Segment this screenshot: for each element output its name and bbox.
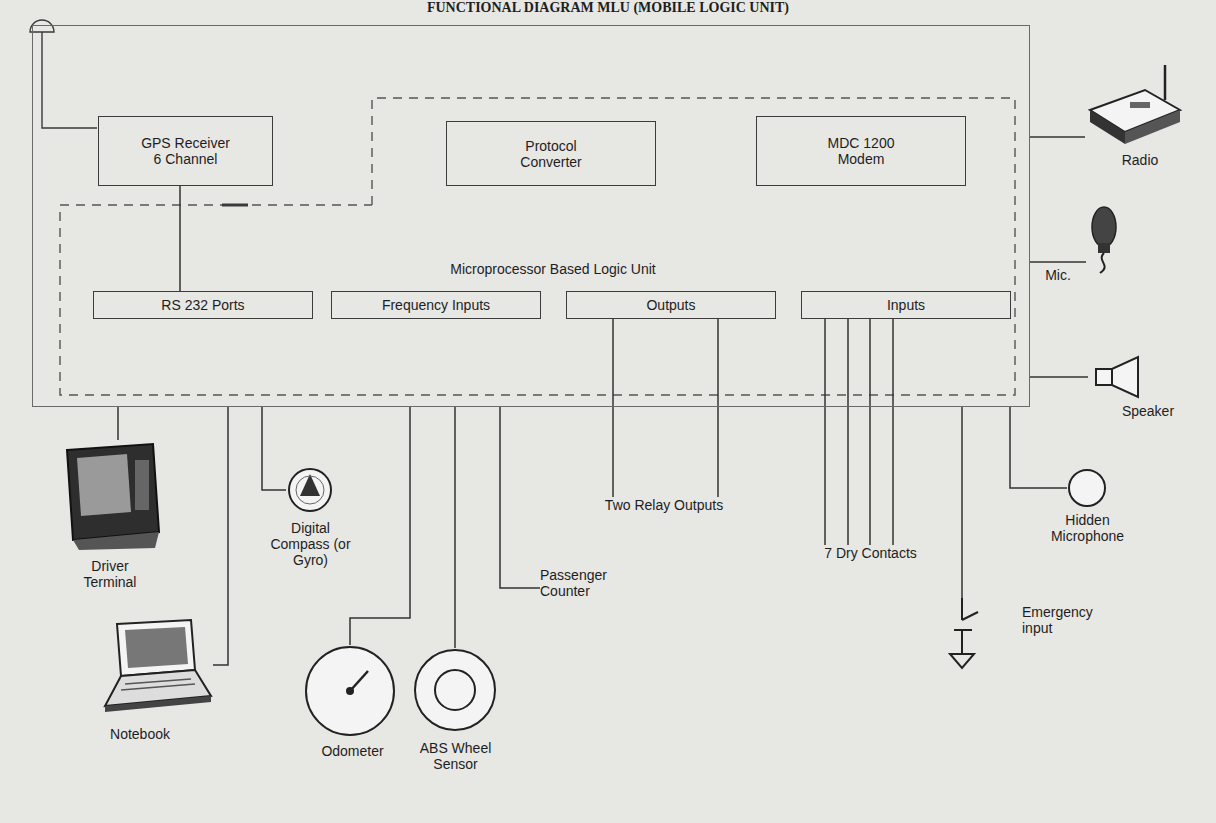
device-icon-drawing xyxy=(95,618,213,714)
device-icon xyxy=(1088,355,1148,399)
device-icon xyxy=(95,618,213,714)
connector-wire xyxy=(869,319,871,545)
device-icon-drawing xyxy=(1088,355,1148,399)
device-label: 7 Dry Contacts xyxy=(818,545,923,561)
emergency-switch: Emergency input xyxy=(930,598,1102,672)
unit-label: Microprocessor Based Logic Unit xyxy=(383,261,723,277)
device-icon-drawing xyxy=(300,645,400,737)
connector-wire xyxy=(892,319,894,545)
device-label: Emergency input xyxy=(1022,604,1102,636)
device-icon-drawing xyxy=(930,598,1000,672)
driver-terminal-device: Driver Terminal xyxy=(55,440,165,590)
device-icon-drawing xyxy=(1086,203,1122,275)
device-label: Hidden Microphone xyxy=(1045,512,1130,544)
box-label: Inputs xyxy=(883,297,929,313)
antenna-cable xyxy=(42,32,97,128)
device-icon-drawing xyxy=(286,466,334,514)
connector-wire xyxy=(847,319,849,545)
connector-wire xyxy=(824,319,826,545)
device-label: Speaker xyxy=(1108,403,1188,419)
device-icon-drawing xyxy=(1085,62,1185,148)
dashed-region xyxy=(222,204,248,207)
microphone-device: Mic. xyxy=(1036,203,1122,283)
device-label: ABS Wheel Sensor xyxy=(408,740,503,772)
box-label: Protocol Converter xyxy=(507,138,595,170)
connector-wire xyxy=(1030,136,1085,138)
device-icon xyxy=(413,648,497,732)
device-label: Notebook xyxy=(95,726,185,742)
port-box: RS 232 Ports xyxy=(93,291,313,319)
device-label: Radio xyxy=(1105,152,1175,168)
device-icon xyxy=(930,598,1000,672)
device-label: Digital Compass (or Gyro) xyxy=(268,520,353,568)
device-icon xyxy=(1086,203,1122,275)
box-label: MDC 1200 Modem xyxy=(817,135,905,167)
compass-device: Digital Compass (or Gyro) xyxy=(268,466,353,568)
device-label: Two Relay Outputs xyxy=(604,497,724,513)
device-label: Mic. xyxy=(1038,267,1078,283)
gps-antenna xyxy=(30,20,54,32)
connector-wire xyxy=(500,407,540,588)
connector-wire xyxy=(262,407,286,490)
device-icon xyxy=(1067,468,1107,508)
connector-wire xyxy=(350,407,410,645)
speaker-device: Speaker xyxy=(1088,355,1188,419)
connector-wire xyxy=(179,186,181,291)
device-icon xyxy=(1085,62,1185,148)
hidden-microphone-device: Hidden Microphone xyxy=(1045,468,1130,544)
connector-wire xyxy=(117,407,119,440)
device-label: Passenger Counter xyxy=(540,567,630,599)
device-icon xyxy=(55,440,165,552)
connector-wire xyxy=(1030,376,1088,378)
logic-unit-housing: Microprocessor Based Logic Unit GPS Recei… xyxy=(32,25,1030,407)
diagram-title: FUNCTIONAL DIAGRAM MLU (MOBILE LOGIC UNI… xyxy=(0,0,1216,16)
device-label: Driver Terminal xyxy=(70,558,150,590)
device-label: Passenger Counter xyxy=(540,567,630,599)
box-label: Frequency Inputs xyxy=(378,297,494,313)
notebook-device: Notebook xyxy=(95,618,213,742)
device-icon-drawing xyxy=(55,440,165,552)
box-label: GPS Receiver 6 Channel xyxy=(132,135,240,167)
connector-wire xyxy=(1030,261,1086,263)
connector-wire xyxy=(612,319,614,497)
port-box: Frequency Inputs xyxy=(331,291,541,319)
device-icon-drawing xyxy=(1067,468,1107,508)
device-icon xyxy=(286,466,334,514)
device-label: 7 Dry Contacts xyxy=(818,545,923,561)
connector-wire xyxy=(454,407,456,648)
protocol-converter-box: Protocol Converter xyxy=(446,121,656,186)
device-icon-drawing xyxy=(413,648,497,732)
dashed-region xyxy=(60,98,1015,395)
port-box: Inputs xyxy=(801,291,1011,319)
box-label: RS 232 Ports xyxy=(157,297,248,313)
port-box: Outputs xyxy=(566,291,776,319)
abs-sensor-device: ABS Wheel Sensor xyxy=(413,648,503,772)
device-label: Odometer xyxy=(315,743,390,759)
box-label: Outputs xyxy=(642,297,699,313)
gps-receiver-box: GPS Receiver 6 Channel xyxy=(98,116,273,186)
odometer-device: Odometer xyxy=(300,645,400,759)
connector-wire xyxy=(717,319,719,497)
connector-wire xyxy=(961,407,963,598)
connector-wire xyxy=(1010,407,1067,488)
device-label: Two Relay Outputs xyxy=(604,497,724,513)
device-icon xyxy=(300,645,400,737)
radio-device: Radio xyxy=(1085,62,1185,168)
modem-box: MDC 1200 Modem xyxy=(756,116,966,186)
connector-wire xyxy=(213,407,228,665)
